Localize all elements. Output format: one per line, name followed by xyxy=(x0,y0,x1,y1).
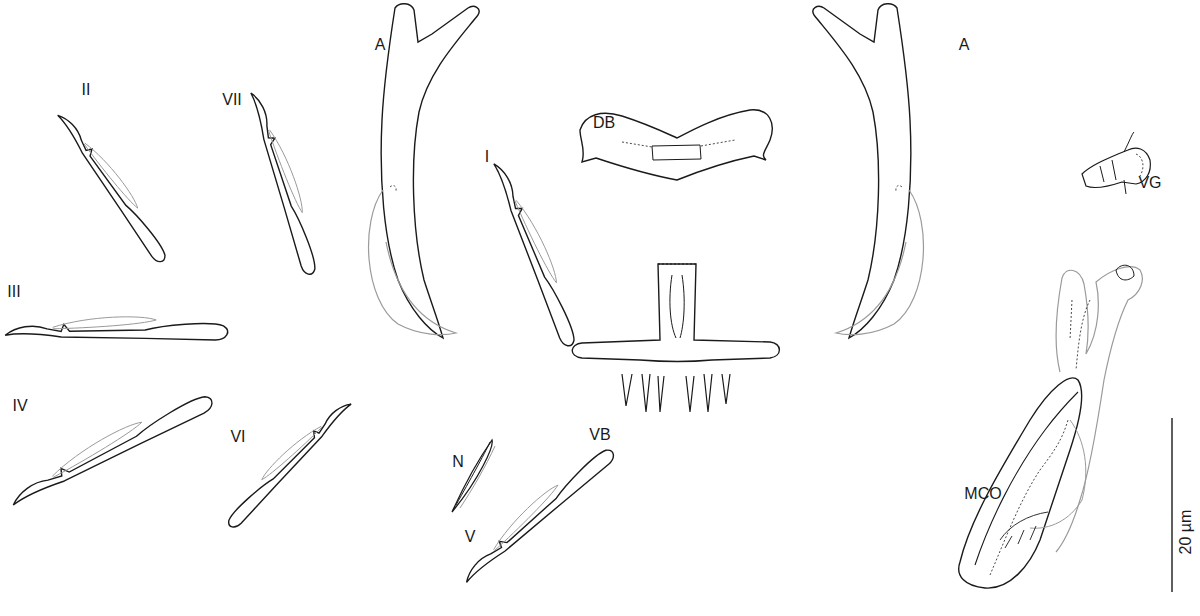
hook-v xyxy=(457,441,617,588)
part-label: VII xyxy=(222,92,242,108)
part-label: IV xyxy=(12,398,27,414)
hook-iii xyxy=(5,315,228,344)
part-label: II xyxy=(82,82,91,98)
part-label: N xyxy=(452,454,464,470)
hook-vii xyxy=(244,89,325,277)
anchor-left xyxy=(369,4,480,338)
part-label: VB xyxy=(589,427,610,443)
part-label: I xyxy=(485,149,489,165)
hook-vi xyxy=(221,395,356,530)
anchor-right xyxy=(813,4,924,338)
part-label: MCO xyxy=(964,486,1001,502)
part-label: V xyxy=(465,529,476,545)
part-label: III xyxy=(7,284,20,300)
part-label: VI xyxy=(230,429,245,445)
part-label: A xyxy=(959,37,970,53)
hook-i xyxy=(487,158,584,348)
part-label: VG xyxy=(1138,175,1161,191)
hook-ii xyxy=(52,108,174,265)
scale-label: 20 µm xyxy=(1178,510,1194,555)
hook-iv xyxy=(6,385,215,512)
part-label: A xyxy=(375,37,386,53)
part-label: DB xyxy=(593,115,615,131)
